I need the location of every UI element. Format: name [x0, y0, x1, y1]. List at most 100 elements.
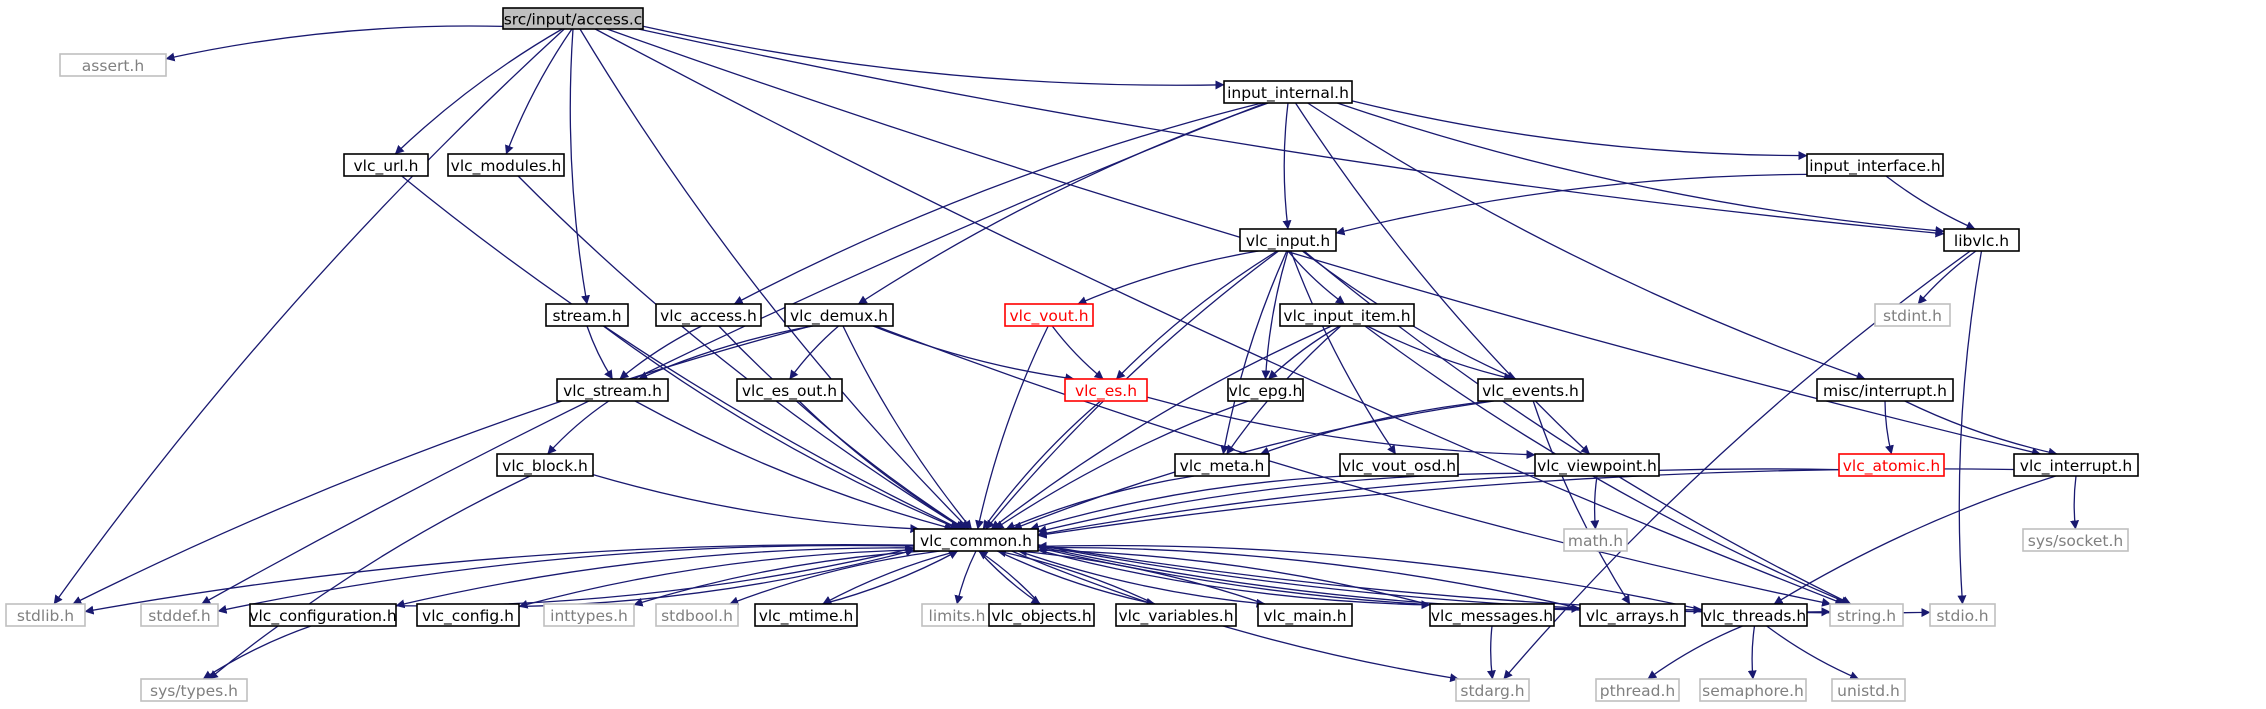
edge-input_internal_h-to-vlc_access_h — [733, 102, 1262, 305]
node-box — [249, 603, 397, 627]
node-label: inttypes.h — [550, 607, 628, 625]
edge-input_internal_h-to-stddef_h — [201, 102, 1266, 605]
node-vlc-objects-h[interactable]: vlc_objects.h — [988, 603, 1095, 627]
edge-vlc_threads_h-to-pthread_h — [1647, 625, 1743, 680]
edge-vlc_demux_h-to-string_h — [875, 325, 1832, 607]
edge-vlc_variables_h-to-vlc_common_h — [996, 548, 1156, 605]
node-vlc-input-h[interactable]: vlc_input.h — [1239, 228, 1337, 252]
node-label: src/input/access.c — [504, 11, 643, 29]
node-vlc-atomic-h[interactable]: vlc_atomic.h — [1838, 453, 1945, 477]
node-vlc-variables-h[interactable]: vlc_variables.h — [1115, 603, 1237, 627]
edge-vlc_input_h-to-vlc_es_h — [1115, 250, 1278, 380]
node-label: stream.h — [552, 307, 621, 325]
node-vlc-es-h[interactable]: vlc_es.h — [1064, 378, 1148, 402]
node-vlc-common-h[interactable]: vlc_common.h — [913, 528, 1039, 552]
edge-input_internal_h-to-vlc_demux_h — [857, 102, 1269, 305]
node-unistd-h: unistd.h — [1831, 678, 1906, 702]
node-semaphore-h: semaphore.h — [1699, 678, 1807, 702]
node-box — [1174, 453, 1270, 477]
node-vlc-epg-h[interactable]: vlc_epg.h — [1227, 378, 1304, 402]
node-vlc-arrays-h[interactable]: vlc_arrays.h — [1579, 603, 1686, 627]
node-vlc-interrupt-h[interactable]: vlc_interrupt.h — [2013, 453, 2139, 477]
node-label: stdbool.h — [661, 607, 733, 625]
node-label: vlc_threads.h — [1703, 607, 1806, 626]
edge-layer — [53, 25, 2080, 683]
node-label: stddef.h — [148, 607, 210, 625]
node-stream-h[interactable]: stream.h — [545, 303, 629, 327]
node-vlc-access-h[interactable]: vlc_access.h — [655, 303, 762, 327]
node-vlc-url-h[interactable]: vlc_url.h — [343, 153, 429, 177]
node-vlc-mtime-h[interactable]: vlc_mtime.h — [754, 603, 858, 627]
node-box — [447, 153, 565, 177]
node-box — [1534, 453, 1660, 477]
edge-vlc_demux_h-to-vlc_common_h — [842, 325, 973, 530]
edge-vlc_threads_h-to-vlc_common_h — [1037, 541, 1703, 611]
node-vlc-main-h[interactable]: vlc_main.h — [1257, 603, 1353, 627]
node-assert-h: assert.h — [59, 53, 167, 77]
node-vlc-modules-h[interactable]: vlc_modules.h — [447, 153, 565, 177]
node-label: input_interface.h — [1809, 157, 1941, 176]
edge-access_c-to-vlc_modules_h — [505, 28, 573, 155]
node-box — [1477, 378, 1584, 402]
edge-vlc_events_h-to-vlc_meta_h — [1259, 400, 1492, 456]
node-box — [1701, 603, 1808, 627]
edge-input_interface_h-to-vlc_input_h — [1335, 173, 1808, 236]
node-input-interface-h[interactable]: input_interface.h — [1806, 153, 1944, 177]
node-stdlib-h: stdlib.h — [5, 603, 86, 627]
node-sys-socket-h: sys/socket.h — [2022, 528, 2129, 552]
node-box — [496, 453, 594, 477]
node-vlc-messages-h[interactable]: vlc_messages.h — [1429, 603, 1555, 627]
node-vlc-input-item-h[interactable]: vlc_input_item.h — [1279, 303, 1415, 327]
edge-vlc_demux_h-to-stdlib_h — [72, 325, 812, 605]
node-box — [1239, 228, 1337, 252]
node-box — [140, 603, 219, 627]
edge-vlc_common_h-to-vlc_main_h — [1017, 550, 1266, 608]
node-box — [1699, 678, 1807, 702]
node-box — [1227, 378, 1304, 402]
node-label: vlc_stream.h — [563, 382, 662, 401]
node-vlc-config-h[interactable]: vlc_config.h — [416, 603, 520, 627]
edge-access_c-to-string_h — [594, 28, 1845, 606]
node-vlc-stream-h[interactable]: vlc_stream.h — [556, 378, 669, 402]
node-label: semaphore.h — [1702, 682, 1804, 700]
node-access-c[interactable]: src/input/access.c — [502, 7, 644, 30]
edge-vlc_threads_h-to-semaphore_h — [1747, 625, 1757, 680]
node-box — [655, 303, 762, 327]
edge-vlc_input_item_h-to-vlc_common_h — [990, 325, 1332, 530]
edge-vlc_main_h-to-vlc_common_h — [1017, 547, 1266, 605]
node-input-internal-h[interactable]: input_internal.h — [1223, 80, 1353, 104]
node-box — [754, 603, 858, 627]
node-box — [1339, 453, 1459, 477]
edge-vlc_vout_h-to-vlc_es_h — [1051, 325, 1104, 380]
node-box — [1829, 603, 1904, 627]
node-vlc-demux-h[interactable]: vlc_demux.h — [784, 303, 894, 327]
node-label: vlc_common.h — [920, 532, 1032, 551]
node-misc-interrupt-h[interactable]: misc/interrupt.h — [1816, 378, 1954, 402]
node-box — [1223, 80, 1353, 104]
node-box — [556, 378, 669, 402]
node-vlc-meta-h[interactable]: vlc_meta.h — [1174, 453, 1270, 477]
node-box — [1279, 303, 1415, 327]
edge-vlc_demux_h-to-vlc_stream_h — [638, 325, 814, 380]
node-vlc-block-h[interactable]: vlc_block.h — [496, 453, 594, 477]
edge-vlc_input_item_h-to-string_h — [1364, 325, 1851, 605]
node-vlc-configuration-h[interactable]: vlc_configuration.h — [249, 603, 397, 627]
edge-misc_interrupt_h-to-vlc_atomic_h — [1884, 400, 1894, 455]
node-label: vlc_atomic.h — [1843, 457, 1941, 476]
node-vlc-threads-h[interactable]: vlc_threads.h — [1701, 603, 1808, 627]
node-vlc-vout-osd-h[interactable]: vlc_vout_osd.h — [1339, 453, 1459, 477]
node-libvlc-h[interactable]: libvlc.h — [1943, 228, 2020, 252]
edge-vlc_demux_h-to-vlc_es_h — [872, 325, 1075, 383]
edge-vlc_objects_h-to-vlc_common_h — [978, 550, 1041, 605]
edge-vlc_input_h-to-vlc_epg_h — [1261, 250, 1289, 380]
edge-libvlc_h-to-stdint_h — [1917, 250, 1977, 305]
node-box — [416, 603, 520, 627]
edge-vlc_interrupt_h-to-sys_socket_h — [2070, 475, 2080, 530]
node-label: vlc_main.h — [1263, 607, 1346, 626]
node-vlc-vout-h[interactable]: vlc_vout.h — [1004, 303, 1094, 327]
node-vlc-events-h[interactable]: vlc_events.h — [1477, 378, 1584, 402]
node-vlc-viewpoint-h[interactable]: vlc_viewpoint.h — [1534, 453, 1660, 477]
node-vlc-es-out-h[interactable]: vlc_es_out.h — [736, 378, 843, 402]
edge-vlc_threads_h-to-unistd_h — [1766, 625, 1860, 680]
